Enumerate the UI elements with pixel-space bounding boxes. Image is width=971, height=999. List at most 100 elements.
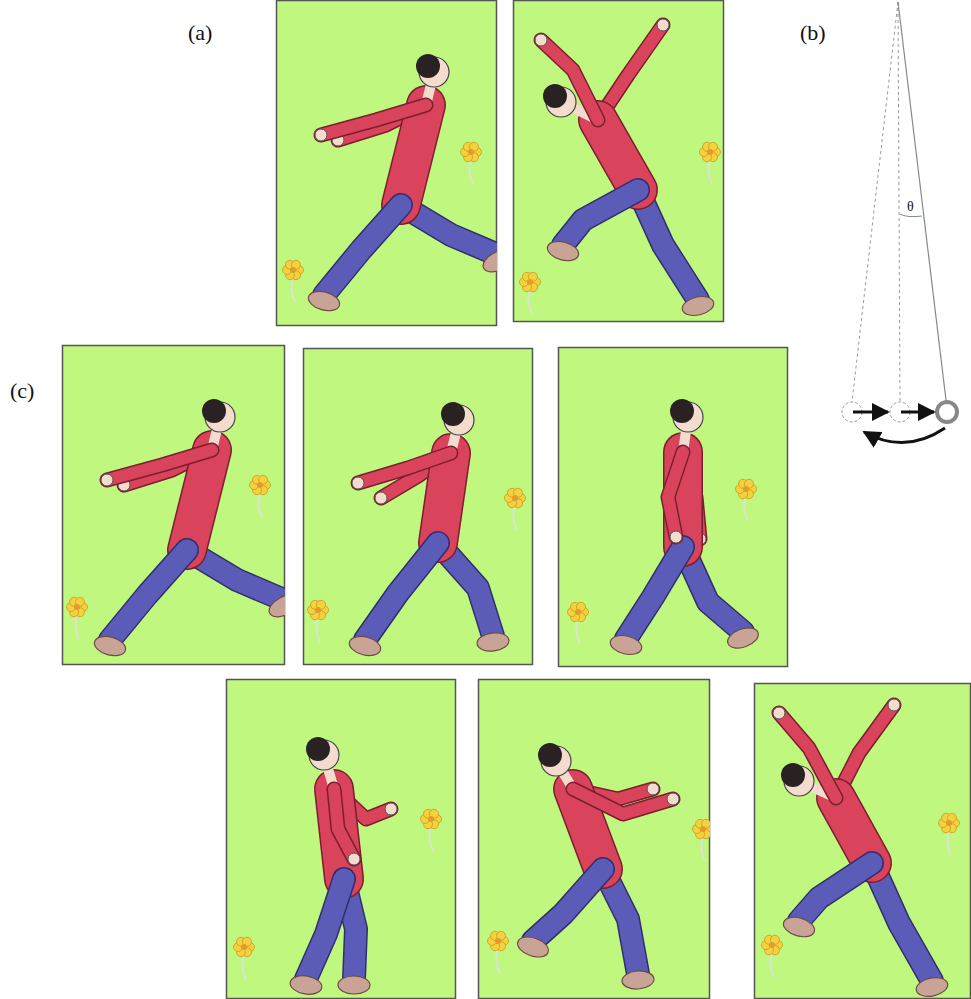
flower-centre [769,942,775,948]
shoe [725,624,761,652]
panel-label: (c) [10,380,34,402]
panel-content [520,19,721,318]
flower-stem [242,953,246,979]
shoe [515,933,551,961]
jeans-leg [306,879,344,979]
arm [573,789,673,814]
flower-stem [576,618,580,644]
flower-stem [947,829,951,855]
flower-centre [575,609,581,615]
panel-content [762,699,960,999]
flower-centre [315,607,321,613]
arm [573,789,673,814]
flower-centre [512,495,518,501]
panel-ground [559,348,788,667]
hand [385,803,397,815]
hair [416,54,440,78]
flower-stem [469,158,473,184]
jeans-leg [324,205,401,295]
shoe [621,970,654,990]
flower-centre [257,482,263,488]
hand [888,699,900,711]
jeans-leg [110,550,187,640]
torso [401,105,426,205]
flower-stem [496,947,500,973]
flower-centre [290,267,296,273]
jeans-leg [563,190,638,245]
flower-stem [528,288,532,314]
shoe [347,633,382,658]
torso [187,450,212,550]
flower-centre [527,279,533,285]
panel-content [283,54,498,314]
torso [598,120,638,190]
panel-ground [479,680,710,999]
flower-centre [241,944,247,950]
flower-centre [468,149,474,155]
jeans-leg [365,543,438,640]
arm [541,40,598,120]
panel-content [308,402,526,659]
panel-content [488,743,711,990]
panel [63,346,303,665]
panel-content [568,399,762,657]
panel [227,680,456,999]
jeans-leg [626,547,683,639]
shoe [545,238,581,264]
panel-label: (b) [800,22,826,44]
arm [334,789,354,859]
flower-centre [946,820,952,826]
panel-content [67,399,286,659]
panel [304,349,533,665]
flower-stem [429,825,433,851]
panel [559,348,788,667]
flower-stem [701,835,705,861]
flower-stem [291,276,295,302]
shoe [338,976,370,995]
jeans-leg [324,205,401,295]
flower-centre [495,938,501,944]
torso [401,105,426,205]
hand [375,492,387,504]
hand [535,34,547,46]
flower-stem [75,613,79,639]
arm [334,789,354,859]
hair [202,399,226,423]
hand [315,129,327,141]
angle-label: θ [906,200,915,214]
shoe [306,288,342,314]
hair [670,399,694,423]
shoe [476,631,510,653]
shoe [480,246,497,276]
jeans-leg [365,543,438,640]
arm [668,452,683,537]
panel-content [234,737,442,997]
flower-stem [258,491,262,517]
jeans-leg [110,550,187,640]
hand [773,707,785,719]
arm [779,713,836,798]
hair [781,763,805,787]
arm [358,453,451,483]
jeans-leg [533,869,603,941]
hand [352,477,364,489]
jeans-leg [799,863,872,921]
panel [479,680,714,999]
hand [647,783,659,795]
hand [101,474,113,486]
flower-centre [743,486,749,492]
jeans-leg [563,190,638,245]
jeans-leg [799,863,872,921]
arm [107,450,212,480]
shoe [289,973,324,996]
shoe [680,294,715,319]
shoe [92,633,128,659]
panel-ground [227,680,456,999]
hand [670,531,682,543]
hand [657,19,669,31]
flower-stem [316,616,320,642]
arm [321,105,426,135]
panel [755,684,971,999]
panel [277,1,517,326]
flower-centre [700,826,706,832]
